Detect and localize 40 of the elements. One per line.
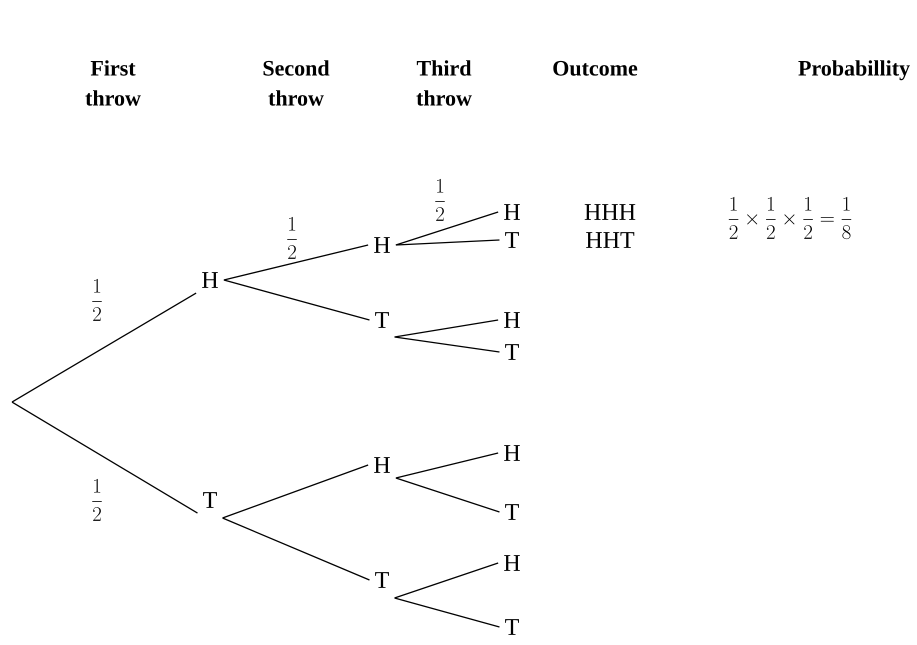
outcome-letter: H <box>202 272 218 288</box>
branch-line <box>12 401 198 514</box>
column-header: Third throw <box>416 60 472 106</box>
outcome-letter: H <box>374 457 390 473</box>
outcome-letter: T <box>203 492 217 508</box>
branch-line <box>394 319 498 338</box>
branch-line <box>394 597 500 628</box>
outcome-text: HHT <box>586 232 634 248</box>
branch-line <box>396 452 498 479</box>
branch-line <box>396 239 500 246</box>
edge-label: $\frac{1}{2}$ <box>435 178 445 221</box>
outcome-letter: H <box>504 555 520 571</box>
outcome-letter: T <box>505 232 519 248</box>
column-header: Outcome <box>553 60 638 76</box>
branch-line <box>224 244 368 281</box>
branch-line <box>394 336 500 353</box>
column-header: Second throw <box>264 60 330 106</box>
column-header: First throw <box>85 60 141 106</box>
outcome-letter: H <box>504 312 520 328</box>
branch-line <box>222 517 370 581</box>
outcome-letter: H <box>504 445 520 461</box>
edge-label: $\frac{1}{2}$ <box>92 478 102 521</box>
edge-label: $\frac{1}{2}$ <box>287 216 297 259</box>
branch-line <box>224 279 370 321</box>
outcome-letter: T <box>375 572 389 588</box>
branch-line <box>12 292 196 403</box>
outcome-letter: T <box>375 312 389 328</box>
outcome-text: HHH <box>584 204 636 220</box>
outcome-letter: H <box>504 204 520 220</box>
edge-label: $\frac{1}{2}$ <box>92 278 102 321</box>
branch-line <box>396 211 498 246</box>
branch-line <box>222 464 368 519</box>
outcome-letter: T <box>505 344 519 360</box>
probability-formula: $\frac{1}{2} \times \frac{1}{2} \times \frac{1}{2} = \frac{1}{8}$ <box>728 196 852 240</box>
outcome-letter: T <box>505 619 519 635</box>
branch-line <box>394 562 498 599</box>
column-header: Probabillity <box>798 60 910 80</box>
branch-line <box>396 477 500 513</box>
outcome-letter: H <box>374 237 390 253</box>
outcome-letter: T <box>505 504 519 520</box>
